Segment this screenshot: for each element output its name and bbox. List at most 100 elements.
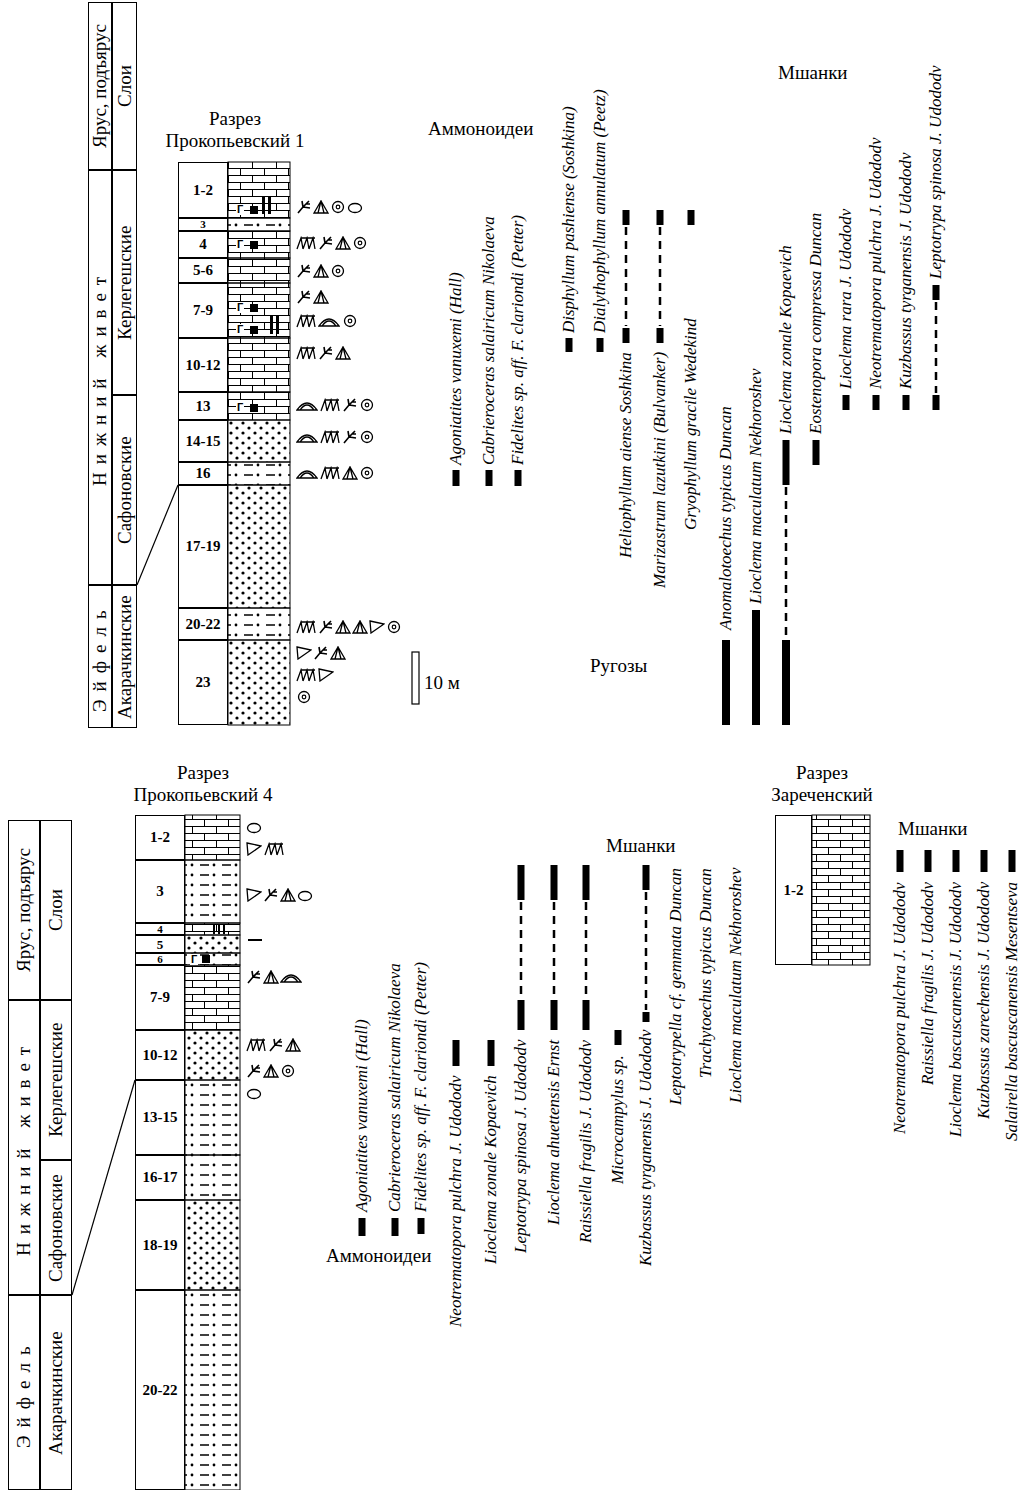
species-name: Neotrematopora pulchra J. Udododv bbox=[890, 882, 910, 1134]
range-bars bbox=[897, 850, 1016, 872]
layer-cell: 17-19 bbox=[178, 485, 228, 608]
sandstone bbox=[228, 420, 290, 462]
lithology-mark: Г bbox=[236, 302, 244, 313]
stage-cell: Эйфель bbox=[8, 1295, 40, 1490]
layer-number: 4 bbox=[157, 924, 163, 934]
heading-label: Аммоноидеи bbox=[428, 118, 533, 140]
layer-number: 13 bbox=[196, 398, 211, 415]
heading-label: Мшанки bbox=[898, 818, 968, 840]
limestone bbox=[228, 338, 290, 392]
species-name: Eostenopora compressa Duncan bbox=[806, 213, 826, 434]
fossil-icon bbox=[362, 468, 373, 479]
stage-name: Ярус, подъярус bbox=[90, 24, 110, 148]
layer-number: 4 bbox=[199, 236, 207, 253]
layer-cell: 6 bbox=[135, 953, 185, 965]
range-bar bbox=[873, 395, 880, 410]
layer-cell: 16 bbox=[178, 462, 228, 485]
range-bar bbox=[583, 865, 590, 900]
bed-mark bbox=[276, 316, 279, 334]
scale-bar bbox=[412, 652, 419, 704]
species-name: Lioclema bascuscanensis J. Udododv bbox=[946, 882, 966, 1137]
limestone bbox=[228, 392, 290, 420]
layer-number: 14-15 bbox=[186, 433, 221, 450]
fossil-icons bbox=[247, 824, 312, 1099]
fossil-icon bbox=[314, 265, 328, 277]
range-bar bbox=[643, 865, 650, 890]
limestone bbox=[228, 231, 290, 258]
fossil-icon bbox=[265, 844, 283, 855]
range-bar bbox=[392, 1218, 399, 1236]
range-dash bbox=[625, 227, 628, 326]
layer-number: 1-2 bbox=[150, 829, 170, 846]
fossil-icon bbox=[281, 975, 301, 982]
limestone bbox=[228, 283, 290, 338]
heading-label: Разрез Зареченский bbox=[757, 762, 887, 806]
layer-cell: 10-12 bbox=[135, 1030, 185, 1080]
fossil-icon bbox=[298, 291, 310, 303]
fossil-icon bbox=[370, 621, 384, 633]
correlation-line bbox=[137, 485, 178, 585]
layer-number: 13-15 bbox=[143, 1109, 178, 1126]
stage-name: Акарачкинские bbox=[46, 1331, 66, 1455]
layer-cell: 23 bbox=[178, 640, 228, 725]
bed-mark bbox=[213, 924, 215, 934]
species-name: Lioclema ahuettensis Ernst bbox=[544, 1040, 564, 1225]
fossil-icon bbox=[264, 1065, 278, 1077]
species-name: Kuzbassus tyrganensis J. Udododv bbox=[896, 153, 916, 389]
species-name: Heliophyllum aiense Soshkina bbox=[616, 352, 636, 558]
layer-number: 5-6 bbox=[193, 262, 213, 279]
range-bar bbox=[933, 285, 940, 300]
layer-cell: 14-15 bbox=[178, 420, 228, 462]
layer-cell: 18-19 bbox=[135, 1200, 185, 1290]
heading-label: Разрез Прокопьевский 1 bbox=[150, 108, 320, 152]
correlation-line bbox=[72, 1080, 135, 1295]
fossil-icon bbox=[298, 265, 310, 277]
species-name: Fidelites sp. aff. F. clariondi (Petter) bbox=[508, 215, 528, 465]
fossil-icon bbox=[297, 647, 311, 659]
species-name: Lioclema maculatum Nekhoroshev bbox=[746, 369, 766, 604]
black-square bbox=[250, 326, 258, 334]
stage-cell: Сафоновские bbox=[40, 1160, 72, 1295]
range-bar bbox=[1009, 850, 1016, 872]
species-name: Agoniatites vanuxemi (Hall) bbox=[446, 272, 466, 465]
species-name: Kuzbassus tyrganensis J. Udododv bbox=[636, 1030, 656, 1266]
range-bar bbox=[925, 850, 932, 872]
fossil-icon bbox=[315, 647, 327, 659]
fossil-icon bbox=[336, 347, 350, 359]
fossil-icon bbox=[248, 824, 261, 833]
fossil-icon bbox=[297, 316, 315, 327]
stage-cell: Слои bbox=[112, 2, 137, 170]
layer-cell: 3 bbox=[178, 218, 228, 231]
species-name: Microcampylus sp. bbox=[608, 1055, 628, 1184]
range-bar bbox=[981, 850, 988, 872]
range-bar bbox=[657, 210, 664, 225]
range-bar bbox=[903, 395, 910, 410]
stage-name: Нижний живет bbox=[90, 269, 110, 486]
layer-number: 10-12 bbox=[186, 357, 221, 374]
heading-label: Мшанки bbox=[606, 835, 676, 857]
layer-cell: 16-17 bbox=[135, 1155, 185, 1200]
fossil-icon bbox=[320, 237, 332, 249]
species-name: Leptotrypa spinosa J. Udododv bbox=[926, 66, 946, 279]
layer-number: 3 bbox=[200, 219, 206, 230]
heading-label: Аммоноидеи bbox=[326, 1245, 431, 1267]
layer-number: 6 bbox=[157, 954, 163, 964]
species-name: Lioclema zonale Kopaevich bbox=[776, 245, 796, 434]
range-bar bbox=[453, 1040, 460, 1066]
fossil-icon bbox=[344, 399, 356, 411]
siltstone bbox=[185, 860, 240, 923]
fossil-icon bbox=[297, 670, 315, 681]
fossil-icon bbox=[264, 971, 278, 983]
layer-cell: 3 bbox=[135, 860, 185, 923]
layer-cell: 13 bbox=[178, 392, 228, 420]
range-bar bbox=[551, 865, 558, 900]
stage-name: Керлегешские bbox=[115, 225, 135, 339]
stage-cell: Сафоновские bbox=[112, 395, 137, 585]
range-bar bbox=[897, 850, 904, 872]
stage-cell: Акарачкинские bbox=[112, 585, 137, 728]
fossil-icon bbox=[362, 432, 373, 443]
species-name: Lioclema maculatum Nekhoroshev bbox=[726, 868, 746, 1103]
range-bar bbox=[418, 1218, 425, 1234]
species-name: Lioclema zonale Kopaevich bbox=[481, 1075, 501, 1264]
stage-name: Слои bbox=[115, 65, 135, 107]
